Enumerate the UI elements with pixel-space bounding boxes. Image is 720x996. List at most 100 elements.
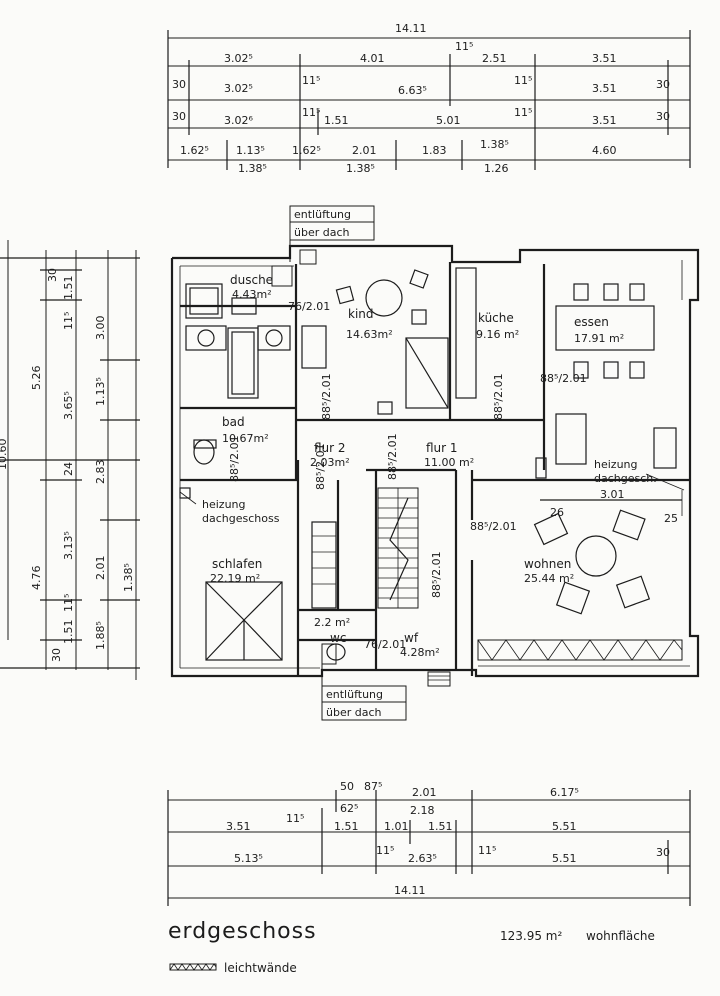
door-dim: 88⁵/2.01: [314, 443, 327, 490]
bottom-dim: 2.18: [410, 804, 435, 817]
left-dim: 4.76: [30, 566, 43, 591]
room-area-kueche: 9.16 m²: [476, 328, 519, 341]
note-entlueftung-top-line1: entlüftung: [294, 208, 351, 221]
plan-title: erdgeschoss: [168, 919, 317, 944]
bottom-dim: 11⁵: [478, 844, 496, 857]
bottom-dim: 5.51: [552, 852, 577, 865]
top-total-dim: 14.11: [395, 22, 427, 35]
top-dim: 30: [656, 78, 670, 91]
top-dim: 30: [172, 110, 186, 123]
door-dim: 88⁵/2.01: [470, 520, 517, 533]
door-dim: 88⁵/2.01: [386, 433, 399, 480]
top-dim: 1.38⁵: [346, 162, 375, 175]
plan-fixtures: [179, 267, 685, 687]
top-dimension-chain: 14.11 3.02⁵ 4.01 11⁵ 2.51 3.51 30 3.02⁵ …: [167, 22, 691, 175]
bottom-dim: 5.51: [552, 820, 577, 833]
room-area-wohnen: 25.44 m²: [524, 572, 574, 585]
door-dim: 88⁵/2.01: [430, 551, 443, 598]
top-dim: 3.02⁶: [224, 114, 253, 127]
bottom-dim: 1.51: [428, 820, 453, 833]
top-dim: 2.51: [482, 52, 507, 65]
inline-dim: 3.01: [600, 488, 625, 501]
room-name-dusche: dusche: [230, 273, 273, 287]
room-name-flur-2: flur 2: [314, 441, 346, 455]
left-dim: 1.88⁵: [94, 621, 107, 650]
top-dim: 3.02⁵: [224, 82, 253, 95]
left-dim: 1.51: [62, 276, 75, 301]
bottom-dim: 11⁵: [286, 812, 304, 825]
top-dim: 11⁵: [455, 40, 473, 53]
door-dim: 88⁵/2.01: [320, 373, 333, 420]
door-dim: 88⁵/2.01: [492, 373, 505, 420]
left-dim: 30: [46, 268, 59, 282]
bottom-dim: 6.17⁵: [550, 786, 579, 799]
total-area-label: wohnfläche: [586, 929, 655, 943]
note-heizung-left-line2: dachgeschoss: [202, 512, 280, 525]
bottom-dim: 11⁵: [376, 844, 394, 857]
left-dim: 1.51: [62, 620, 75, 645]
room-name-flur-1: flur 1: [426, 441, 458, 455]
top-dim: 4.01: [360, 52, 385, 65]
top-dim: 2.01: [352, 144, 377, 157]
left-dim: 3.65⁵: [62, 391, 75, 420]
room-area-flur-1: 11.00 m²: [424, 456, 474, 469]
top-dim: 3.51: [592, 52, 617, 65]
top-dim: 3.02⁵: [224, 52, 253, 65]
top-dim: 30: [656, 110, 670, 123]
top-dim: 4.60: [592, 144, 617, 157]
bottom-dim: 50: [340, 780, 354, 793]
top-dim: 11⁵: [514, 106, 532, 119]
top-dim: 1.38⁵: [480, 138, 509, 151]
door-dim: 88⁵/2.01: [540, 372, 587, 385]
bottom-dim: 62⁵: [340, 802, 358, 815]
note-entlueftung-top-line2: über dach: [294, 226, 350, 239]
room-area-essen: 17.91 m²: [574, 332, 624, 345]
left-dim: 3.13⁵: [62, 531, 75, 560]
top-dim: 6.63⁵: [398, 84, 427, 97]
left-dim: 11⁵: [62, 312, 75, 330]
top-dim: 30: [172, 78, 186, 91]
left-dim: 5.26: [30, 366, 43, 391]
top-dim: 1.62⁵: [180, 144, 209, 157]
top-dim: 1.38⁵: [238, 162, 267, 175]
bottom-dim: 1.51: [334, 820, 359, 833]
room-area-wf: 4.28m²: [400, 646, 440, 659]
note-heizung-right-line1: heizung: [594, 458, 638, 471]
room-labels: dusche 4.43m² kind 14.63m² küche 9.16 m²…: [210, 273, 624, 659]
bottom-dim: 30: [656, 846, 670, 859]
room-name-kueche: küche: [478, 311, 514, 325]
bottom-dim: 3.51: [226, 820, 251, 833]
note-heizung-left-line1: heizung: [202, 498, 246, 511]
inline-dim: 26: [550, 506, 564, 519]
room-name-schlafen: schlafen: [212, 557, 262, 571]
plan-walls: [170, 244, 700, 678]
bottom-total-dim: 14.11: [394, 884, 426, 897]
door-dims: 76/2.01 88⁵/2.01 88⁵/2.01 88⁵/2.01 88⁵/2…: [228, 300, 587, 651]
door-dim: 88⁵/2.01: [228, 435, 241, 482]
top-dim: 1.83: [422, 144, 447, 157]
bottom-dim: 2.01: [412, 786, 437, 799]
top-dim: 5.01: [436, 114, 461, 127]
bottom-dimension-chain: 50 87⁵ 62⁵ 2.01 2.18 6.17⁵ 3.51 11⁵ 1.51…: [167, 780, 691, 906]
room-name-kind: kind: [348, 307, 374, 321]
annotations: entlüftung über dach entlüftung über dac…: [202, 205, 657, 721]
left-dim: 3.00: [94, 316, 107, 341]
top-dim: 11⁵: [514, 74, 532, 87]
top-dim: 3.51: [592, 114, 617, 127]
room-name-bad: bad: [222, 415, 245, 429]
footer: erdgeschoss 123.95 m² wohnfläche leichtw…: [168, 919, 655, 975]
left-dim: 1.13⁵: [94, 377, 107, 406]
room-area-wc: 2.2 m²: [314, 616, 350, 629]
inline-dims: 3.01 26 25: [550, 488, 678, 525]
left-dim: 2.83: [94, 460, 107, 485]
bottom-dim: 1.01: [384, 820, 409, 833]
bottom-dim: 87⁵: [364, 780, 382, 793]
room-name-essen: essen: [574, 315, 609, 329]
left-dim: 24: [62, 462, 75, 476]
top-dim: 1.13⁵: [236, 144, 265, 157]
top-dim: 11⁵: [302, 74, 320, 87]
bottom-dim: 5.13⁵: [234, 852, 263, 865]
total-area: 123.95 m²: [500, 929, 562, 943]
room-name-wf: wf: [404, 631, 419, 645]
